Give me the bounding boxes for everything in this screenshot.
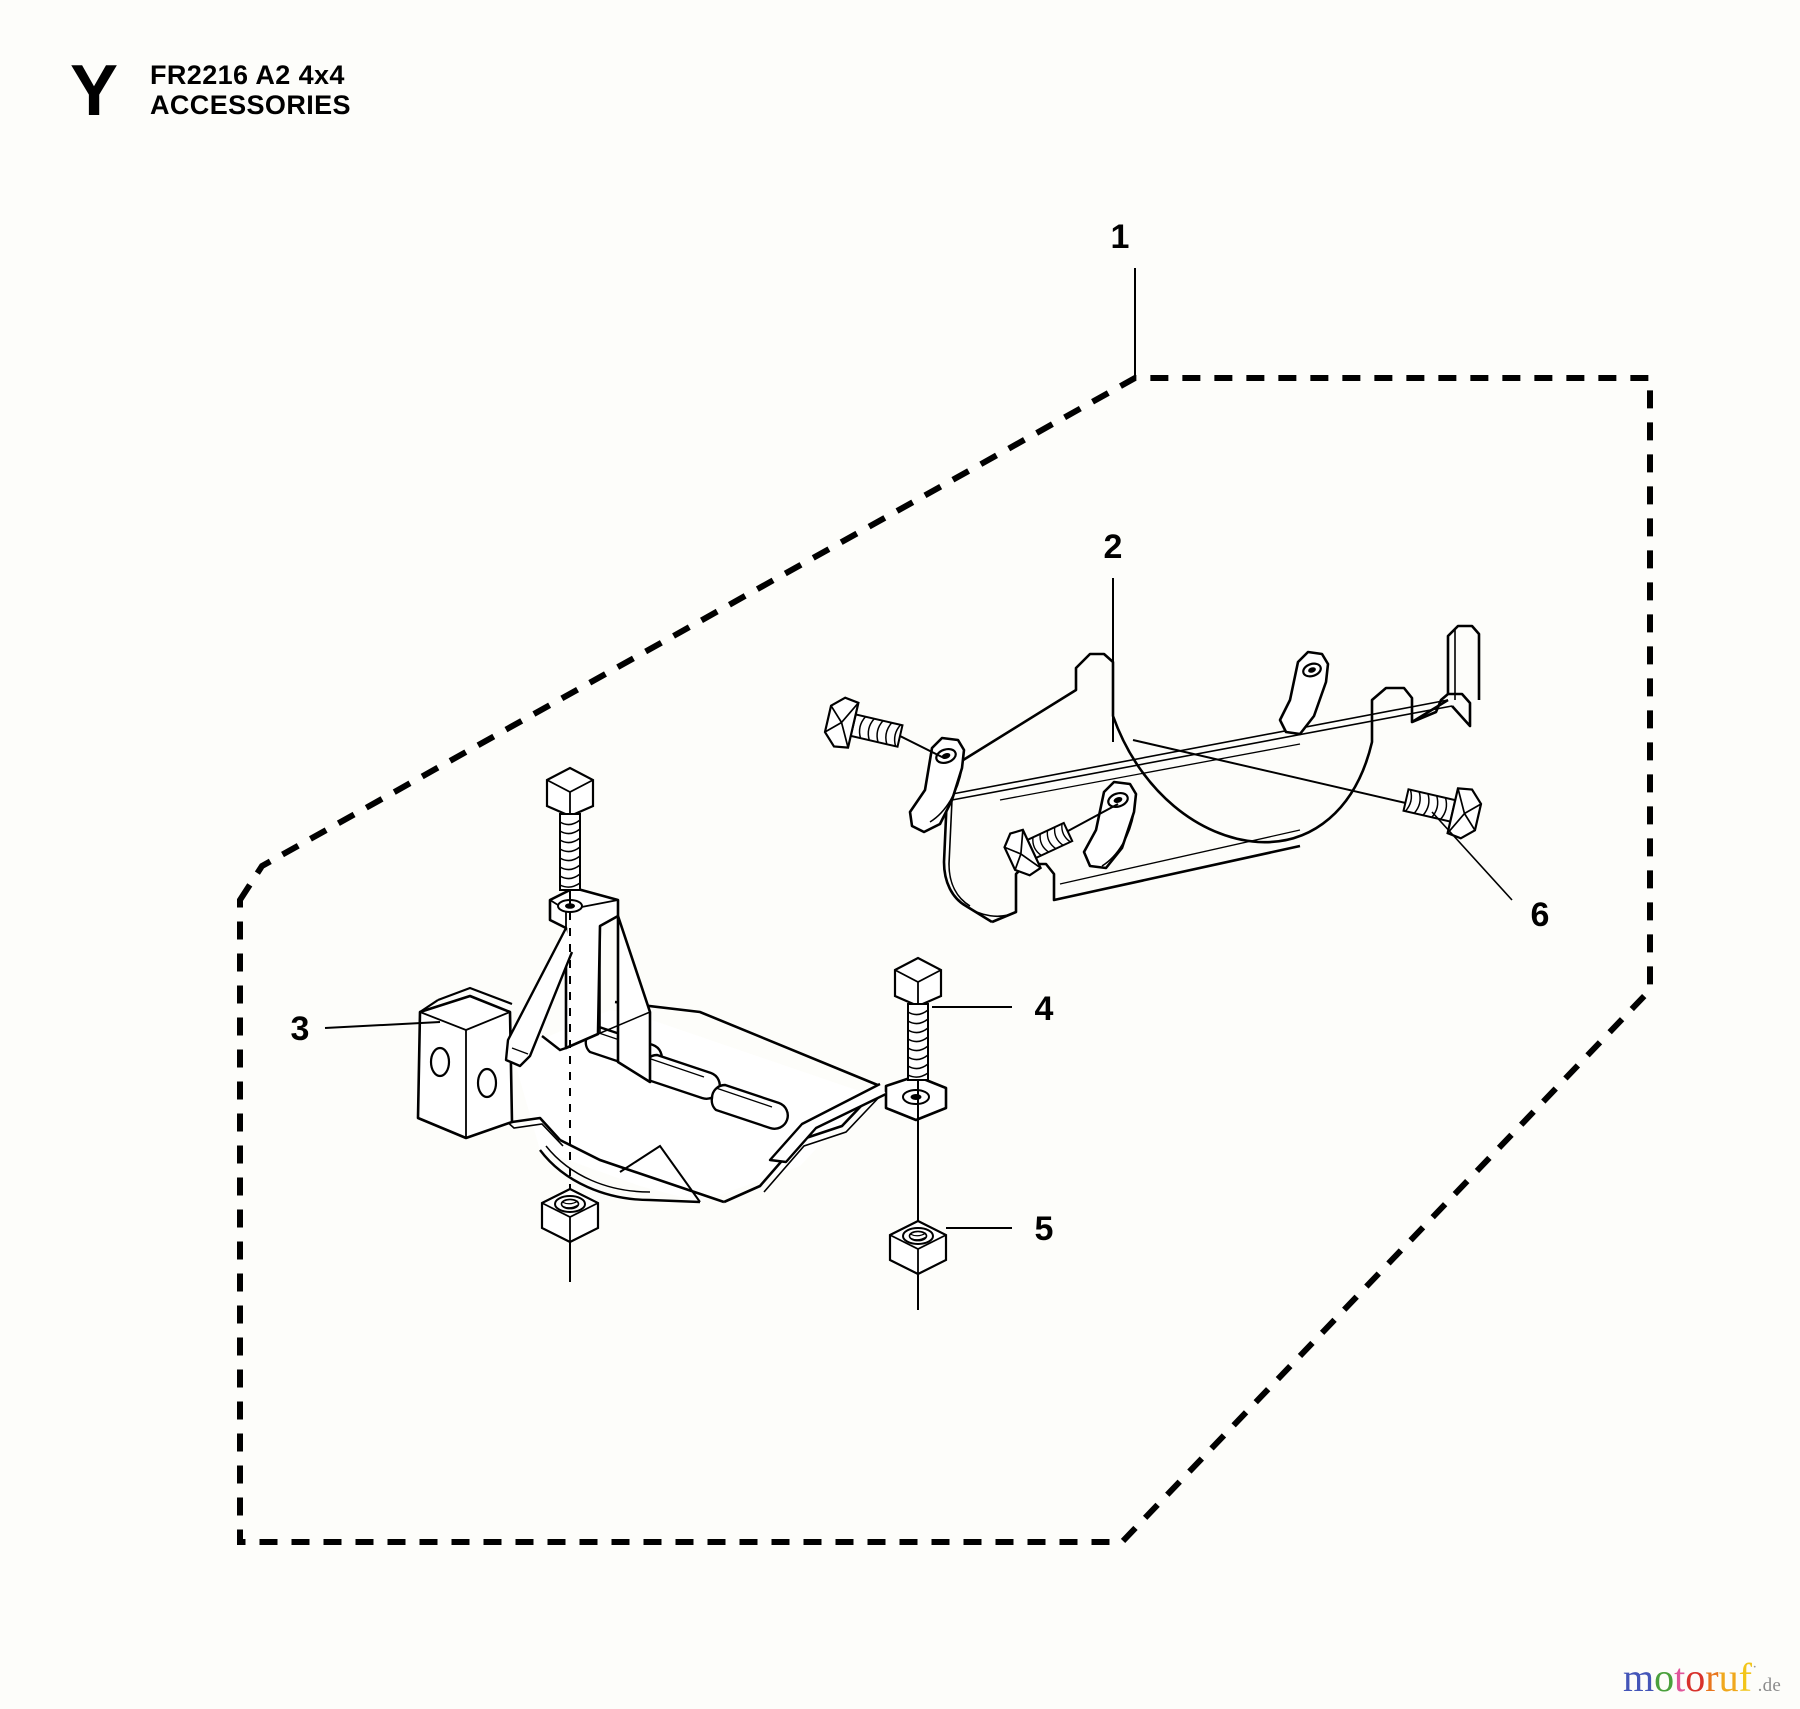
- part-4-hex-bolt: [893, 956, 943, 1236]
- callout-label-1: 1: [1111, 218, 1130, 256]
- part-2-engine-cradle-bracket: [908, 624, 1481, 924]
- callout-label-2: 2: [1104, 528, 1123, 566]
- watermark-letter-m: m: [1623, 1655, 1655, 1700]
- callout-label-4: 4: [1035, 990, 1054, 1028]
- model-title: FR2216 A2 4x4: [150, 60, 345, 90]
- part-1-accessory-kit-boundary: [237, 375, 1653, 1545]
- watermark-letter-t: t: [1674, 1655, 1686, 1700]
- callout-label-3: 3: [291, 1010, 310, 1048]
- watermark-dot-icon: ˙: [1751, 1661, 1758, 1681]
- hex-bolt-plate-post: [545, 766, 595, 908]
- part-6-hex-bolt: [1132, 739, 1483, 840]
- callout-leaders: [324, 268, 1513, 1229]
- callout-label-5: 5: [1035, 1210, 1054, 1248]
- part-3-mounting-plate-bracket: [416, 886, 948, 1212]
- watermark-letter-o2: o: [1685, 1655, 1706, 1700]
- callout-numbers: 1 2 3 4 5 6: [291, 218, 1550, 1248]
- watermark-letter-f: f: [1738, 1655, 1752, 1700]
- watermark-suffix: .de: [1757, 1675, 1782, 1696]
- section-title: ACCESSORIES: [150, 90, 351, 121]
- part-5-hex-lock-nut: [888, 1219, 948, 1310]
- leader-3: [324, 1021, 441, 1029]
- watermark-letter-r: r: [1705, 1655, 1719, 1700]
- watermark-letter-u: u: [1718, 1655, 1739, 1700]
- leader-6: [1431, 811, 1513, 901]
- hex-bolt-middle-cradle: [1003, 803, 1119, 877]
- hex-lock-nut-plate-post: [540, 1187, 600, 1282]
- sheet-header: FR2216 A2 4x4 ACCESSORIES: [150, 60, 351, 120]
- hex-bolt-left-cradle: [823, 696, 945, 759]
- callout-label-6: 6: [1531, 896, 1550, 934]
- section-letter: Y: [70, 51, 119, 131]
- motoruf-watermark: motoruf˙.de: [1623, 1658, 1781, 1698]
- watermark-letter-o1: o: [1654, 1655, 1675, 1700]
